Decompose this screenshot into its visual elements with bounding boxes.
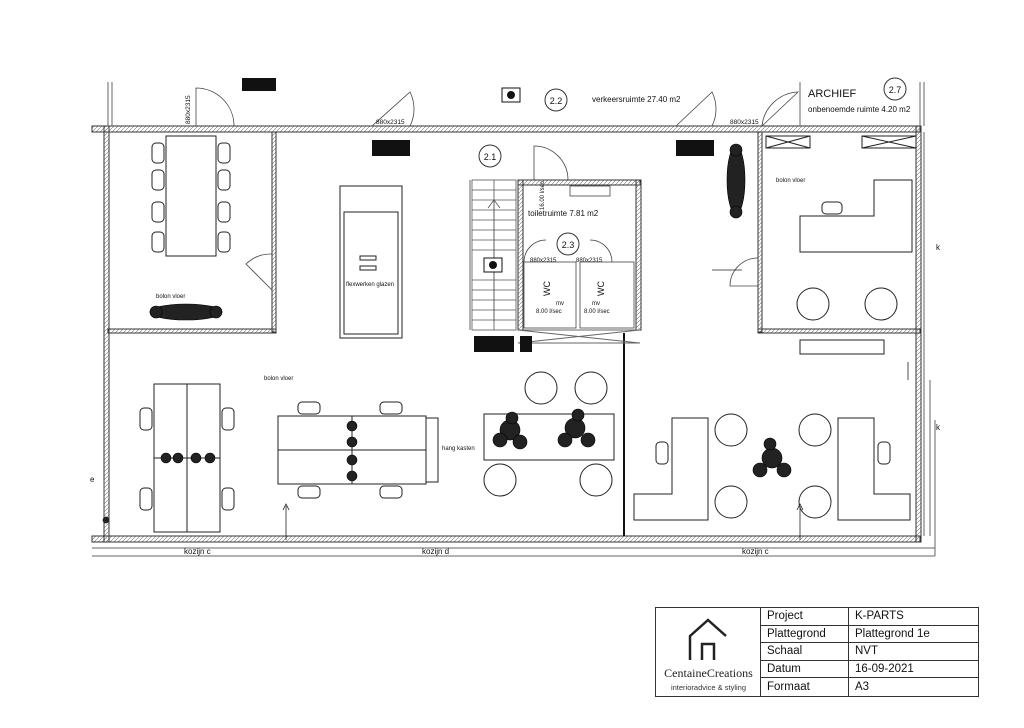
toilet-block xyxy=(523,185,635,329)
walls xyxy=(91,125,922,543)
elevation-markers xyxy=(102,269,909,540)
wc-label-1: WC xyxy=(542,281,552,296)
door-size-3: 880x2315 xyxy=(530,258,557,264)
door-swings xyxy=(103,87,800,520)
schaal-label: Schaal xyxy=(761,643,849,661)
door-size-2: 880x2315 xyxy=(730,119,759,126)
lounge-right xyxy=(633,413,911,521)
floor-plan: ARCHIEF onbenoemde ruimte 4.20 m2 verkee… xyxy=(90,77,941,557)
door-size-5: 880x2315 xyxy=(185,95,192,124)
logo-area: CentaineCreations interioradvice & styli… xyxy=(656,608,761,696)
plattegrond-label: Plattegrond xyxy=(761,625,849,644)
kozijn-label-3: kozijn c xyxy=(742,547,769,556)
datum-label: Datum xyxy=(761,660,849,679)
door-size-1: 880x2315 xyxy=(376,119,405,126)
motorcycle-icons xyxy=(149,143,746,321)
frame-e: e xyxy=(90,475,95,484)
door-size-4: 880x2315 xyxy=(576,258,603,264)
flex-cabinet xyxy=(339,185,403,339)
kozijn-label-1: kozijn c xyxy=(184,547,211,556)
project-label: Project xyxy=(761,608,849,626)
frame-k-2: k xyxy=(936,423,941,432)
mv-label-1: mv xyxy=(556,301,564,307)
wall-lines xyxy=(92,82,936,557)
exit-signs xyxy=(242,78,714,352)
formaat-label: Formaat xyxy=(761,678,849,696)
flow-label-2: 8.00 l/sec xyxy=(584,309,610,315)
title-block-grid: Project K-PARTS Plattegrond Plattegrond … xyxy=(761,608,978,696)
flow-label-1: 8.00 l/sec xyxy=(536,309,562,315)
floor-note-3: bolon vloer xyxy=(776,178,805,184)
archief-label: ARCHIEF xyxy=(808,88,857,100)
hang-kasten-note: hang kasten xyxy=(442,446,475,452)
tag-2-3: 2.3 xyxy=(562,240,575,250)
tag-2-2: 2.2 xyxy=(550,96,563,106)
title-block: CentaineCreations interioradvice & styli… xyxy=(655,607,979,697)
house-logo-icon xyxy=(688,618,727,660)
tag-2-7: 2.7 xyxy=(889,85,902,95)
brand-tagline: interioradvice & styling xyxy=(670,683,747,692)
floor-note-1: bolon vloer xyxy=(156,294,185,300)
desk-cluster-left xyxy=(139,383,235,533)
formaat-value: A3 xyxy=(855,681,870,694)
flow-label-3: 16.00 l/sec xyxy=(540,181,546,210)
onbenoemde-label: onbenoemde ruimte 4.20 m2 xyxy=(808,105,911,114)
datum-value: 16-09-2021 xyxy=(849,661,978,679)
plattegrond-value: Plattegrond 1e xyxy=(849,626,978,644)
room-tags xyxy=(478,77,907,256)
flexwerk-note: flexwerken glazen xyxy=(346,282,394,288)
tag-2-1: 2.1 xyxy=(484,152,497,162)
floor-note-2: bolon vloer xyxy=(264,376,293,382)
staircase xyxy=(471,179,517,331)
desk-cluster-middle xyxy=(277,401,439,499)
wc-label-2: WC xyxy=(596,281,606,296)
plants xyxy=(160,408,792,482)
archive-desk xyxy=(765,135,917,355)
toilet-label: toiletruimte 7.81 m2 xyxy=(528,209,599,218)
meeting-table-topleft xyxy=(151,135,231,257)
mv-label-2: mv xyxy=(592,301,600,307)
brand-name: CentaineCreations xyxy=(664,666,753,680)
frame-k-1: k xyxy=(936,243,941,252)
schaal-value: NVT xyxy=(849,643,978,661)
kozijn-label-2: kozijn d xyxy=(422,547,449,556)
verkeers-label: verkeersruimte 27.40 m2 xyxy=(592,95,681,104)
project-value: K-PARTS xyxy=(849,608,978,626)
